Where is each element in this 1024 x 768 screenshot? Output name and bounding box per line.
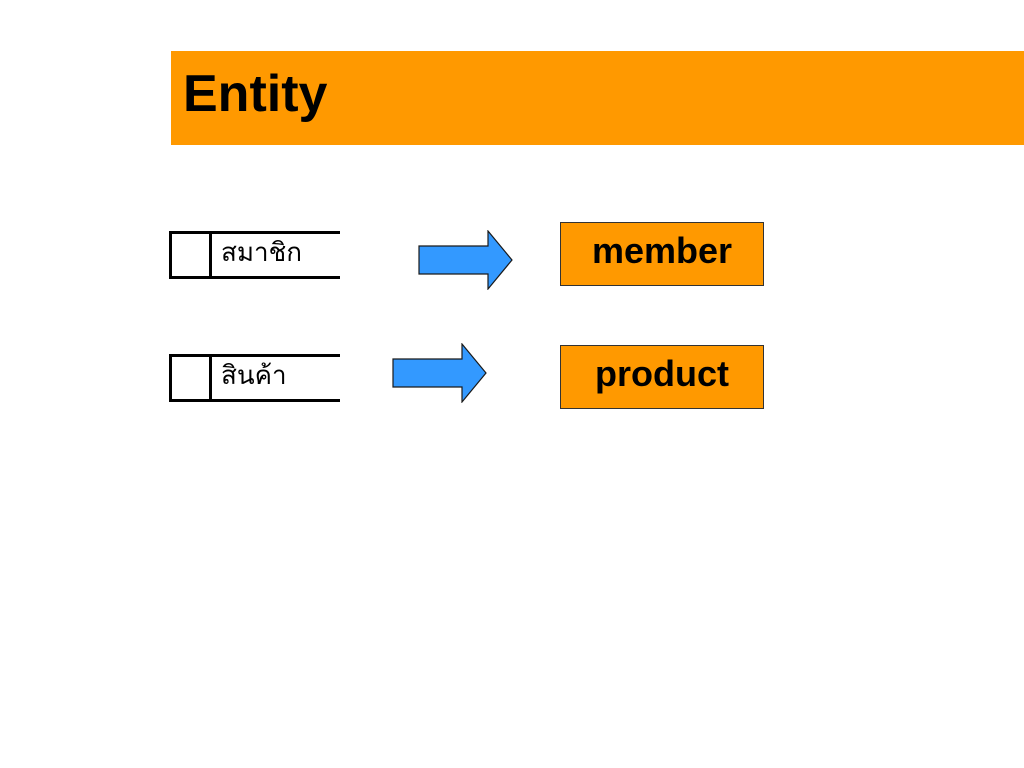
store-bottom-line (169, 276, 340, 279)
store-top-line (169, 354, 340, 357)
store-left-edge (169, 231, 172, 279)
store-bottom-line (169, 399, 340, 402)
entity-name-member: member (591, 230, 733, 271)
store-left-edge (169, 354, 172, 402)
slide-title: Entity (183, 65, 328, 123)
store-top-line (169, 231, 340, 234)
thai-label-member: สมาชิก (221, 238, 302, 268)
entity-box-member: member (560, 222, 764, 286)
entity-name-product: product (595, 353, 729, 394)
title-bar: Entity (171, 51, 1024, 145)
right-arrow-icon (418, 230, 513, 290)
data-store-product: สินค้า (169, 354, 340, 402)
entity-box-product: product (560, 345, 764, 409)
right-arrow-icon (392, 343, 487, 403)
thai-label-product: สินค้า (221, 361, 287, 391)
store-inner-divider (209, 354, 212, 402)
store-inner-divider (209, 231, 212, 279)
data-store-member: สมาชิก (169, 231, 340, 279)
